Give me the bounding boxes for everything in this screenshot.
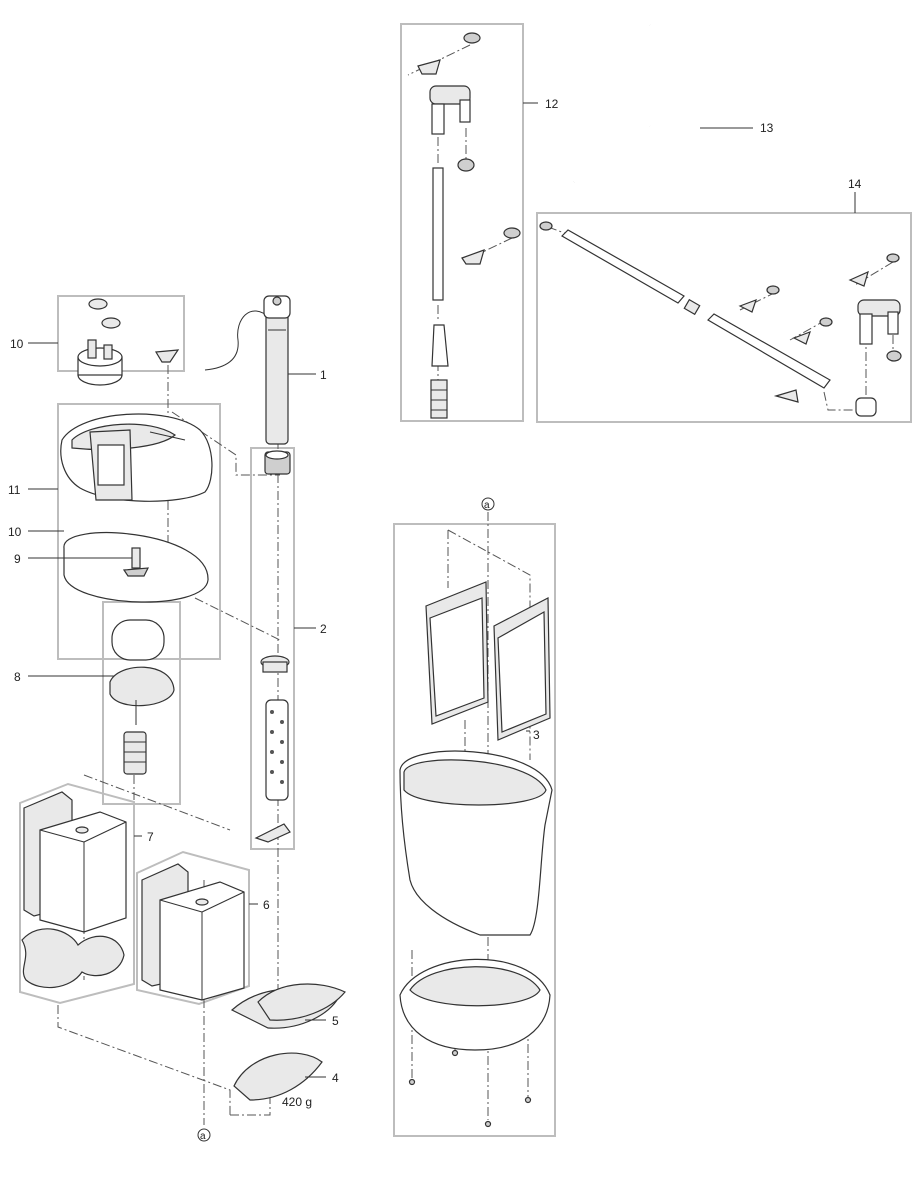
leader-lines: [28, 102, 856, 1078]
filter-base: [399, 958, 551, 1128]
part-10-top-seals: [77, 298, 180, 386]
frame-spray-bar-set: [536, 212, 912, 423]
callout-5: 5: [332, 1014, 339, 1028]
filter-container: [399, 750, 553, 936]
weight-note: 420 g: [282, 1095, 312, 1109]
callout-3: 3: [533, 728, 540, 742]
callout-6: 6: [263, 898, 270, 912]
part-12-outlet-pipe: [417, 32, 521, 419]
part-9-impeller: [122, 547, 150, 577]
part-6-foam-set: [141, 863, 245, 1001]
callout-14: 14: [848, 177, 862, 191]
part-3-filter-plates: [425, 581, 551, 741]
callout-11: 11: [8, 483, 21, 497]
part-4-media-bag: [233, 1052, 323, 1101]
callout-2: 2: [320, 622, 327, 636]
part-14-spray-bar: [539, 221, 902, 417]
part-1-heater: [204, 295, 291, 445]
callout-13: 13: [760, 121, 774, 135]
part-8-pump-insert: [109, 619, 175, 775]
callout-12: 12: [545, 97, 559, 111]
part-5-media-bags: [230, 983, 346, 1029]
callout-7: 7: [147, 830, 154, 844]
frame-sponge-set-7: [19, 782, 135, 1005]
callout-10-lower: 10: [8, 525, 22, 539]
svg-text:a: a: [484, 500, 490, 511]
callout-1: 1: [320, 368, 327, 382]
callout-8: 8: [14, 670, 21, 684]
callout-9: 9: [14, 552, 21, 566]
frame-container: [393, 523, 556, 1137]
frame-pipe-set: [400, 23, 524, 422]
part-11-filter-cover: [60, 413, 213, 502]
part-2-inlet-pipe: [254, 450, 291, 843]
part-13-hose: [573, 22, 749, 185]
callout-4: 4: [332, 1071, 339, 1085]
callout-10-upper: 10: [10, 337, 24, 351]
frame-inlet-pipe: [250, 447, 295, 850]
part-7-foam-set: [21, 791, 127, 989]
svg-text:a: a: [200, 1131, 206, 1142]
ref-mark-a-bottom: a: [197, 1128, 211, 1142]
frame-sponge-set-6: [136, 850, 250, 1006]
ref-mark-a-top: a: [481, 497, 495, 511]
